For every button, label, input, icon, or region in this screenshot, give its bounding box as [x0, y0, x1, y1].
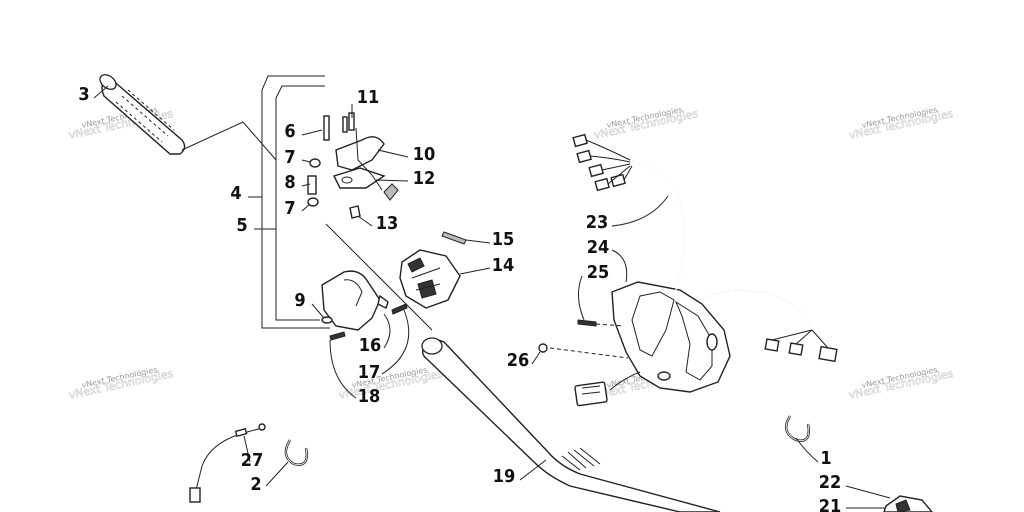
callout-label-5: 5 — [236, 215, 247, 236]
callout-label-11: 11 — [357, 87, 380, 108]
callout-label-21: 21 — [819, 496, 842, 512]
callout-label-6: 6 — [284, 121, 295, 142]
throttle-housing — [321, 270, 408, 341]
callout-label-27: 27 — [241, 450, 264, 471]
bracket-frames — [261, 75, 330, 329]
callout-label-18: 18 — [358, 386, 381, 407]
handle-grip — [99, 74, 277, 161]
callout-label-16: 16 — [359, 335, 382, 356]
callout-label-22: 22 — [819, 472, 842, 493]
callout-label-3: 3 — [78, 84, 89, 105]
callout-label-7: 7 — [284, 147, 295, 168]
callout-label-8: 8 — [284, 172, 295, 193]
callout-label-23: 23 — [586, 212, 609, 233]
control-module — [538, 133, 838, 407]
callout-label-24: 24 — [587, 237, 610, 258]
callout-label-12: 12 — [413, 168, 436, 189]
callout-label-17: 17 — [358, 362, 381, 383]
callout-label-26: 26 — [507, 350, 530, 371]
retaining-clips — [284, 415, 810, 466]
callout-label-4: 4 — [230, 183, 241, 204]
callout-label-9: 9 — [294, 290, 305, 311]
throttle-lever — [307, 112, 399, 219]
callout-label-25: 25 — [587, 262, 610, 283]
callout-label-7: 7 — [284, 198, 295, 219]
leader-lines — [93, 85, 891, 509]
callout-label-19: 19 — [493, 466, 516, 487]
callout-label-15: 15 — [492, 229, 515, 250]
callout-label-13: 13 — [376, 213, 399, 234]
callout-label-2: 2 — [250, 474, 261, 495]
switch-housing — [399, 231, 467, 309]
brake-lever-housing — [883, 495, 933, 512]
callout-label-14: 14 — [492, 255, 515, 276]
handlebar — [325, 223, 721, 512]
callout-label-1: 1 — [820, 448, 831, 469]
brake-cable — [189, 423, 266, 503]
callout-label-10: 10 — [413, 144, 436, 165]
